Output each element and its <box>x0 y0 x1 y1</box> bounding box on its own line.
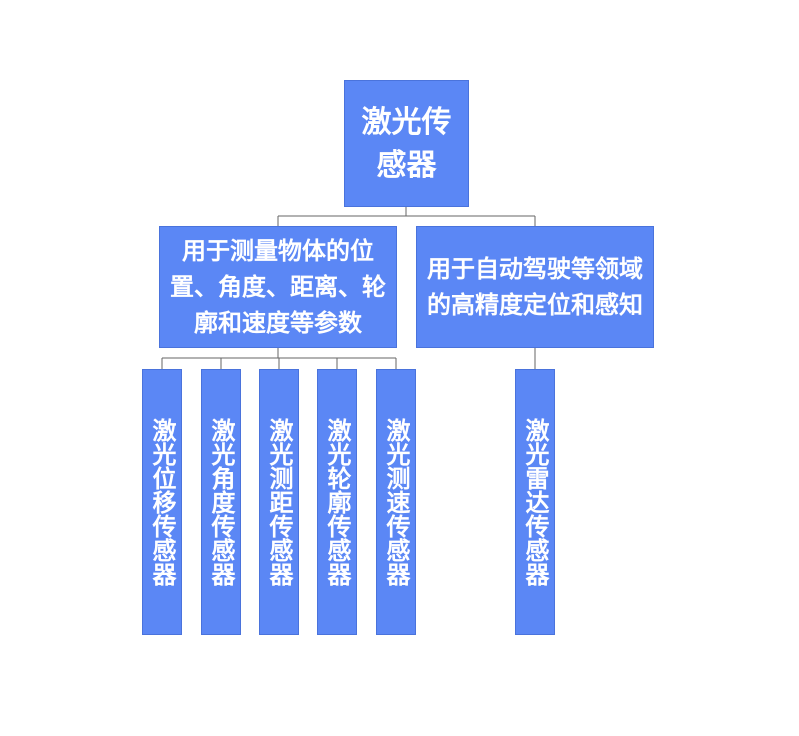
branch-node-autonomous-driving: 用于自动驾驶等领域的高精度定位和感知 <box>416 226 654 348</box>
leaf-node-label: 激光测速传感器 <box>382 418 410 586</box>
branch-node-label: 用于自动驾驶等领域的高精度定位和感知 <box>427 255 643 319</box>
root-node-label: 激光传感器 <box>361 104 452 183</box>
leaf-node-profile-sensor: 激光轮廓传感器 <box>317 369 357 635</box>
leaf-node-displacement-sensor: 激光位移传感器 <box>142 369 182 635</box>
leaf-node-label: 激光角度传感器 <box>207 418 235 586</box>
root-node: 激光传感器 <box>344 80 469 207</box>
leaf-node-label: 激光测距传感器 <box>265 418 293 586</box>
leaf-node-velocity-sensor: 激光测速传感器 <box>376 369 416 635</box>
leaf-node-label: 激光轮廓传感器 <box>323 418 351 586</box>
branch-node-measurement: 用于测量物体的位置、角度、距离、轮廓和速度等参数 <box>159 226 397 348</box>
leaf-node-angle-sensor: 激光角度传感器 <box>201 369 241 635</box>
branch-node-label: 用于测量物体的位置、角度、距离、轮廓和速度等参数 <box>170 237 386 337</box>
leaf-node-label: 激光位移传感器 <box>148 418 176 586</box>
leaf-node-lidar-sensor: 激光雷达传感器 <box>515 369 555 635</box>
leaf-node-label: 激光雷达传感器 <box>521 418 549 586</box>
leaf-node-ranging-sensor: 激光测距传感器 <box>259 369 299 635</box>
